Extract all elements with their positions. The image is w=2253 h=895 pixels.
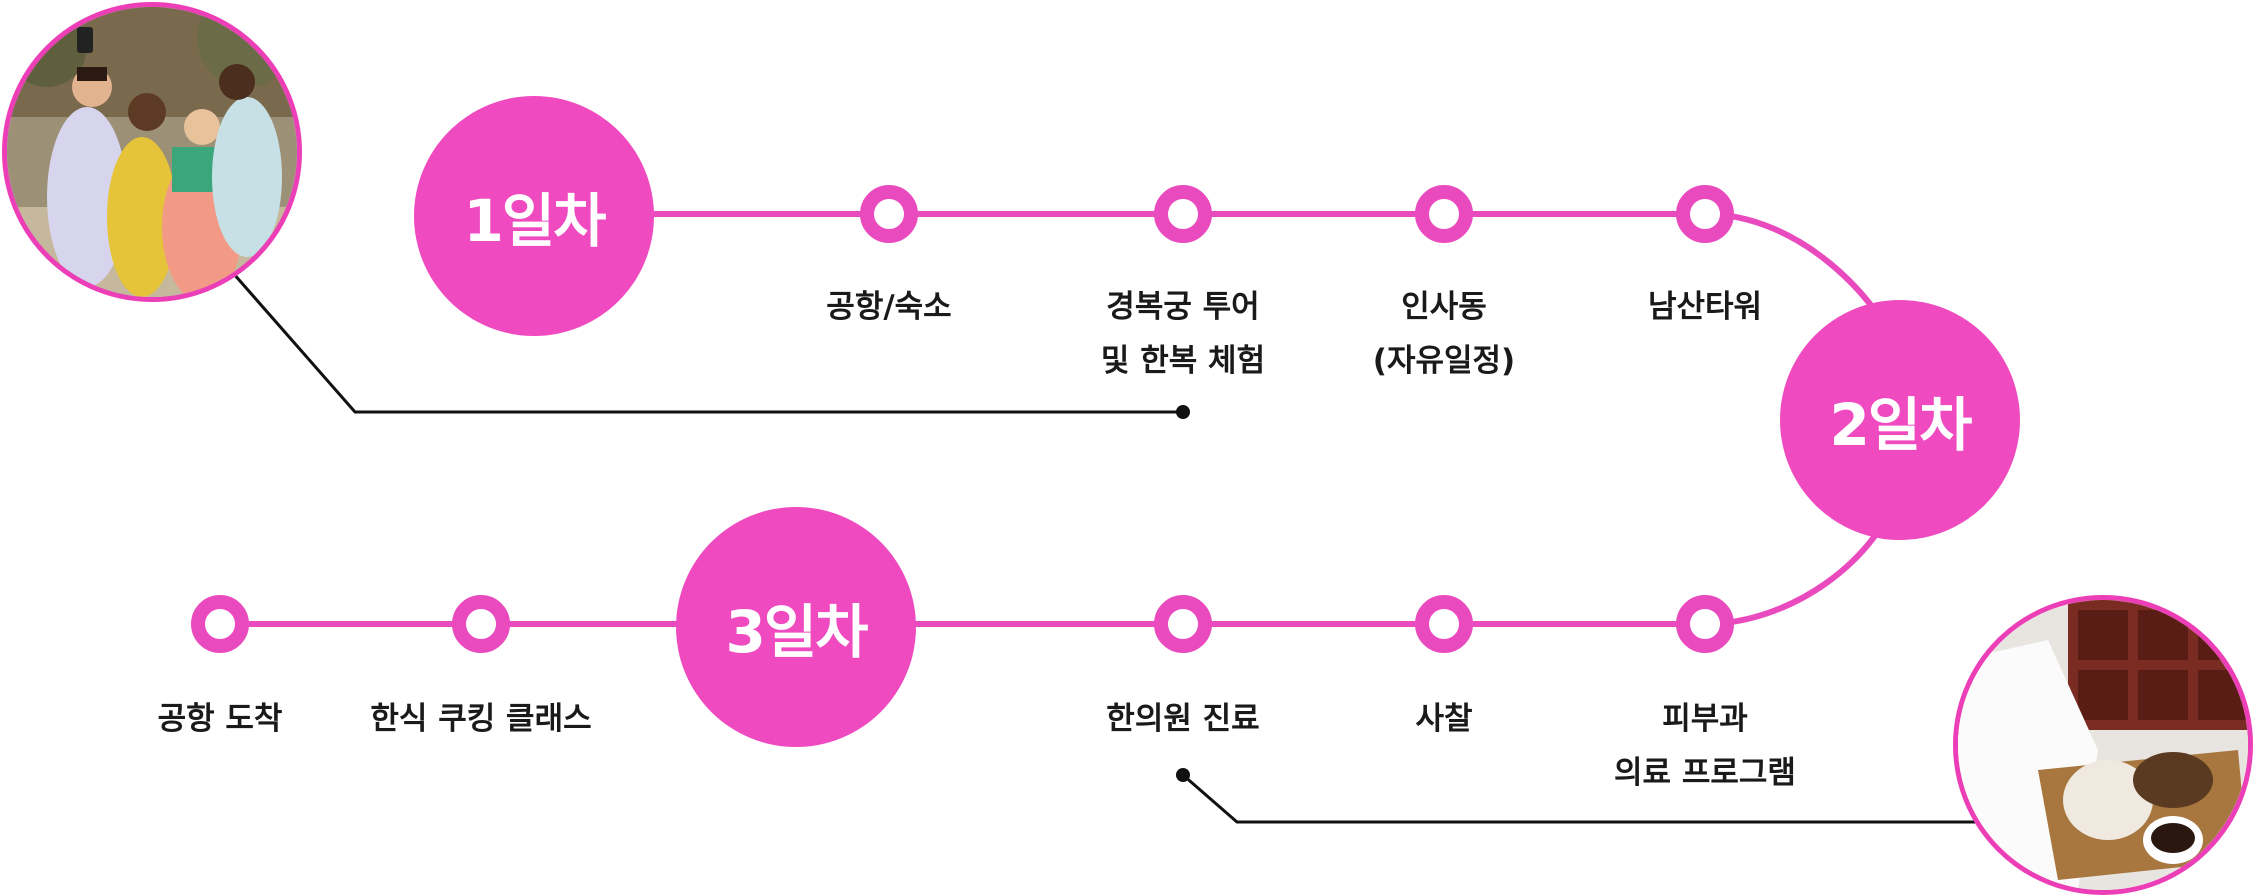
stop-marker-dermatology	[1676, 595, 1734, 653]
stop-label-insadong: 인사동 (자유일정)	[1373, 280, 1515, 388]
stop-marker-insadong	[1415, 185, 1473, 243]
herbal-medicine-photo	[1953, 595, 2253, 895]
connector-dot-bottom	[1176, 768, 1190, 782]
stop-label-line: 공항/숙소	[826, 289, 952, 325]
stop-marker-airport-arrival	[191, 595, 249, 653]
connector-dot-top	[1176, 405, 1190, 419]
stop-label-airport-lodging: 공항/숙소	[826, 280, 951, 334]
connector-line-top	[231, 272, 1183, 414]
stop-label-dermatology: 피부과 의료 프로그램	[1614, 692, 1796, 800]
stop-marker-airport-lodging	[860, 185, 918, 243]
day-badge-2: 2일차	[1780, 300, 2020, 540]
stop-label-temple: 사찰	[1415, 692, 1472, 746]
day-badge-1: 1일차	[414, 96, 654, 336]
day-badge-3: 3일차	[676, 507, 916, 747]
stop-marker-cooking	[452, 595, 510, 653]
stop-label-namsan: 남산타워	[1648, 280, 1762, 334]
stop-label-line: 한의원 진료	[1106, 701, 1260, 737]
stop-label-oriental-clinic: 한의원 진료	[1106, 692, 1259, 746]
stop-marker-oriental-clinic	[1154, 595, 1212, 653]
hanbok-group-illustration	[7, 7, 297, 297]
hanbok-group-selfie-photo	[2, 2, 302, 302]
stop-label-line: 피부과	[1662, 701, 1748, 737]
stop-label-line: 사찰	[1415, 701, 1473, 737]
stop-label-airport-arrival: 공항 도착	[158, 692, 283, 746]
stop-label-line: 인사동	[1401, 289, 1487, 325]
stop-label-line: 및 한복 체험	[1100, 343, 1266, 379]
stop-label-gyeongbokgung: 경복궁 투어 및 한복 체험	[1101, 280, 1265, 388]
stop-label-line: (자유일정)	[1372, 343, 1516, 379]
stop-label-line: 한식 쿠킹 클래스	[370, 701, 592, 737]
stop-label-line: 남산타워	[1647, 289, 1763, 325]
stop-label-line: 경복궁 투어	[1106, 289, 1260, 325]
stop-label-cooking: 한식 쿠킹 클래스	[370, 692, 591, 746]
stop-label-line: 공항 도착	[157, 701, 283, 737]
stop-marker-temple	[1415, 595, 1473, 653]
stop-marker-gyeongbokgung	[1154, 185, 1212, 243]
herbal-medicine-illustration	[1958, 600, 2248, 890]
connector-line-bottom	[1182, 773, 1975, 824]
stop-label-line: 의료 프로그램	[1614, 755, 1796, 791]
stop-marker-namsan	[1676, 185, 1734, 243]
